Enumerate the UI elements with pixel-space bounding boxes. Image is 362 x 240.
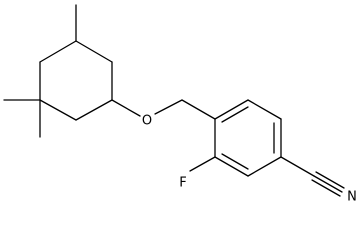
- bond-ring-to-oxygen: [111, 99, 141, 117]
- bond-ch2-to-benzene: [181, 99, 216, 120]
- benzene-bond-4: [247, 156, 282, 177]
- ring-bond-c1-c2: [39, 40, 77, 63]
- molecule-structure-diagram: O F N: [3, 4, 357, 205]
- benzene-double-bond-c: [221, 153, 249, 170]
- ring-bond-c4-c5: [75, 99, 113, 121]
- nitrile-triple-bond-lower: [311, 179, 341, 197]
- ether-linkage: O: [111, 99, 216, 129]
- ring-bond-c6-c1: [75, 40, 113, 63]
- bond-oxygen-to-ch2: [154, 99, 183, 115]
- fluorine-substituent: F: [179, 156, 216, 191]
- benzene-bond-1: [214, 99, 249, 120]
- bond-ring-to-nitrile-carbon: [280, 156, 315, 177]
- ring-bond-c3-c4: [39, 99, 77, 121]
- fluorine-atom-label: F: [179, 176, 186, 191]
- nitrogen-atom-label: N: [347, 190, 357, 205]
- benzene-ring: [214, 99, 282, 177]
- methyl-groups: [3, 4, 77, 138]
- nitrile-triple-bond-center: [313, 175, 343, 193]
- benzene-bond-2: [247, 99, 282, 120]
- cyclohexane-ring: [39, 40, 113, 121]
- oxygen-atom-label: O: [142, 114, 152, 129]
- nitrile-group: N: [280, 156, 357, 205]
- benzene-double-bond-a: [221, 106, 249, 123]
- nitrile-triple-bond-upper: [315, 171, 345, 189]
- bond-ring-to-fluorine: [189, 156, 216, 172]
- benzene-bond-5: [214, 156, 249, 177]
